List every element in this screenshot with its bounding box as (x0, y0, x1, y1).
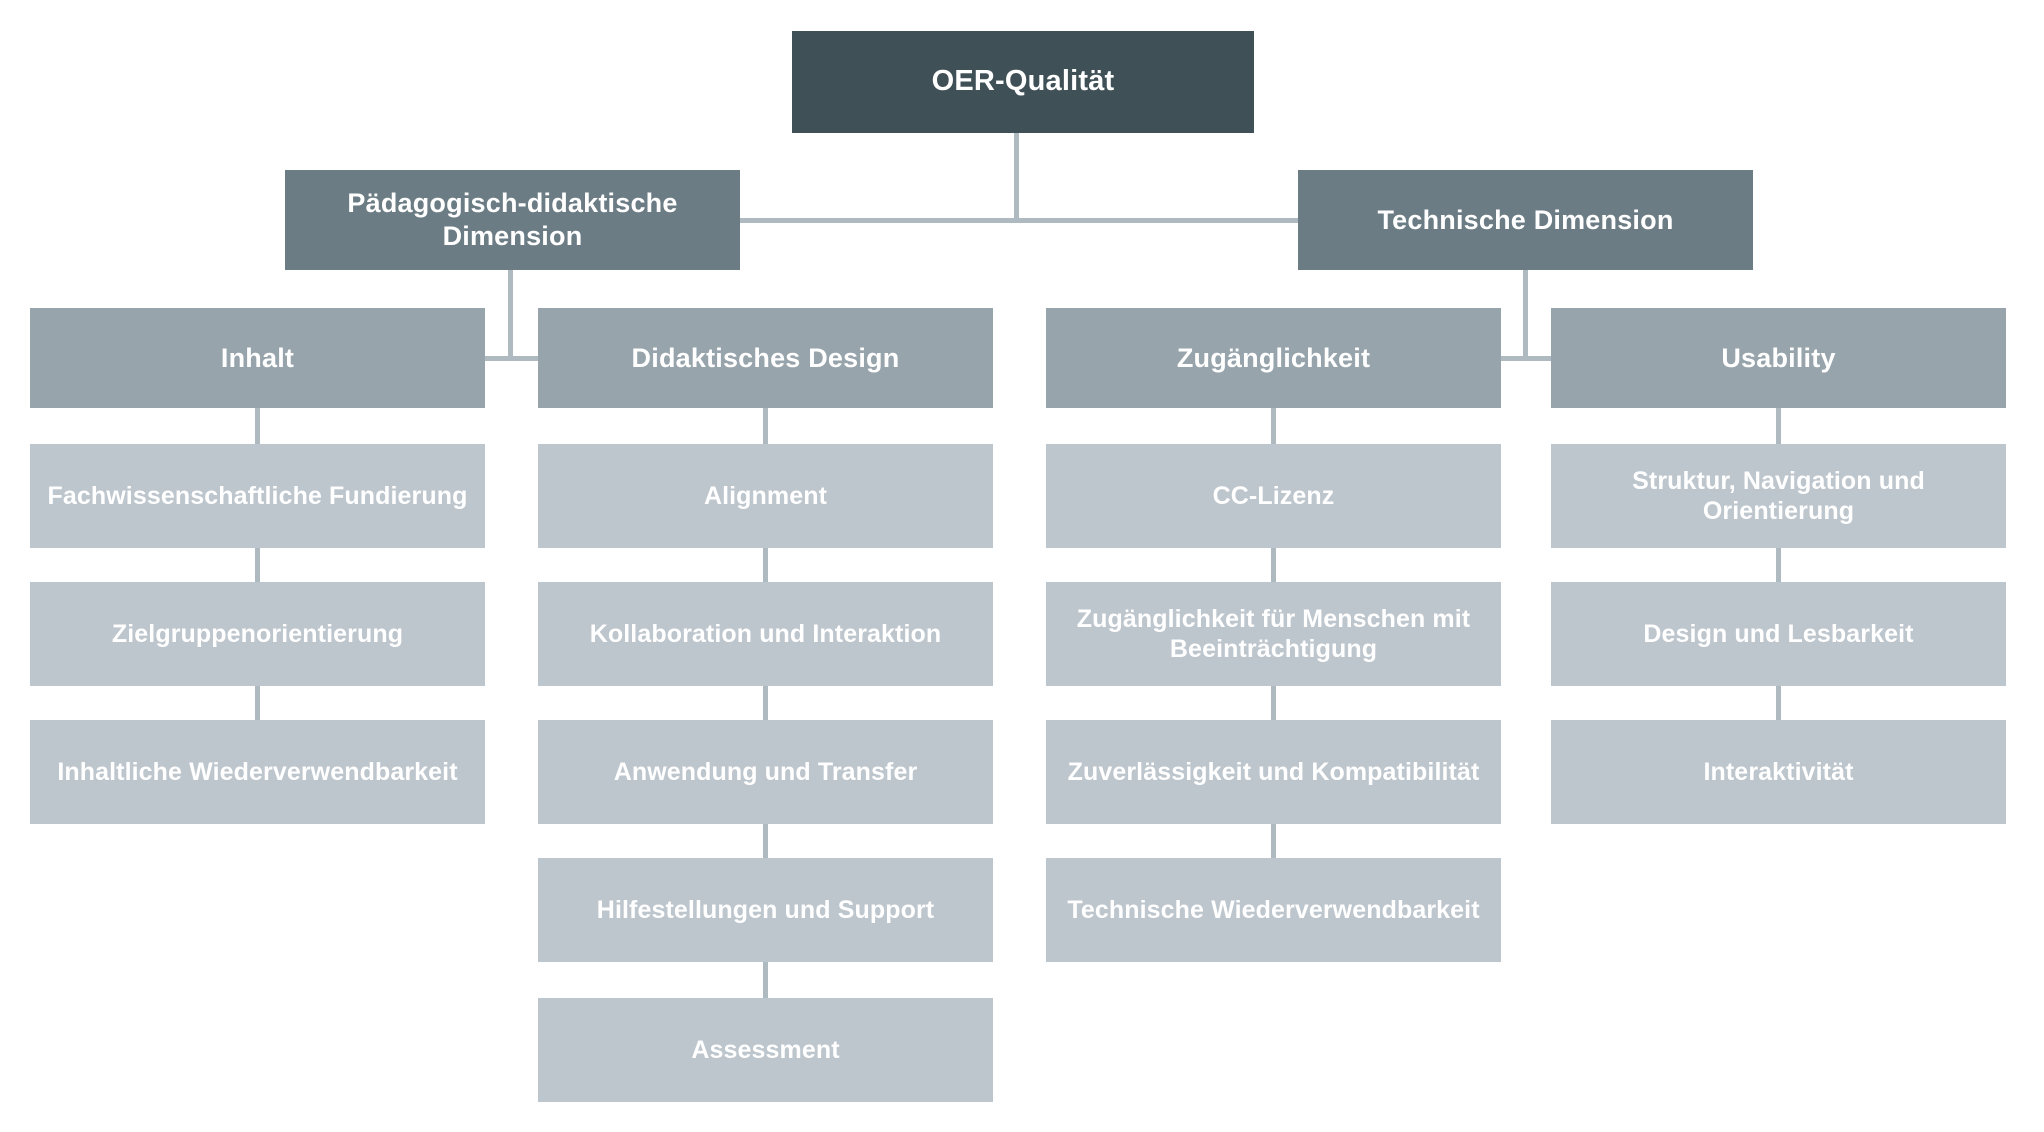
node-root-oer-qualitaet[interactable]: OER-Qualität (792, 31, 1254, 133)
node-leaf-design-und-lesbarkeit[interactable]: Design und Lesbarkeit (1551, 582, 2006, 686)
node-leaf-assessment[interactable]: Assessment (538, 998, 993, 1102)
node-leaf-technische-wiederverwendbarkeit[interactable]: Technische Wiederverwendbarkeit (1046, 858, 1501, 962)
node-leaf-anwendung-und-transfer[interactable]: Anwendung und Transfer (538, 720, 993, 824)
node-leaf-hilfestellungen-und-support[interactable]: Hilfestellungen und Support (538, 858, 993, 962)
node-dimension-technisch[interactable]: Technische Dimension (1298, 170, 1753, 270)
node-leaf-cc-lizenz[interactable]: CC-Lizenz (1046, 444, 1501, 548)
node-dimension-paedagogisch-didaktisch[interactable]: Pädagogisch-didaktische Dimension (285, 170, 740, 270)
node-category-zugaenglichkeit[interactable]: Zugänglichkeit (1046, 308, 1501, 408)
node-leaf-inhaltliche-wiederverwendbarkeit[interactable]: Inhaltliche Wiederverwendbarkeit (30, 720, 485, 824)
connector-paed-category-bus (442, 356, 574, 361)
node-leaf-alignment[interactable]: Alignment (538, 444, 993, 548)
node-leaf-struktur-navigation-orientierung[interactable]: Struktur, Navigation und Orientierung (1551, 444, 2006, 548)
node-category-didaktisches-design[interactable]: Didaktisches Design (538, 308, 993, 408)
node-leaf-kollaboration-und-interaktion[interactable]: Kollaboration und Interaktion (538, 582, 993, 686)
node-category-usability[interactable]: Usability (1551, 308, 2006, 408)
connector-dimension-bus (690, 218, 1310, 223)
node-leaf-zielgruppenorientierung[interactable]: Zielgruppenorientierung (30, 582, 485, 686)
node-leaf-fachwissenschaftliche-fundierung[interactable]: Fachwissenschaftliche Fundierung (30, 444, 485, 548)
node-category-inhalt[interactable]: Inhalt (30, 308, 485, 408)
node-leaf-zugaenglichkeit-beeintraechtigung[interactable]: Zugänglichkeit für Menschen mit Beeinträ… (1046, 582, 1501, 686)
connector-paed-down (508, 270, 513, 360)
connector-root-down (1014, 133, 1019, 222)
node-leaf-zuverlaessigkeit-kompatibilitaet[interactable]: Zuverlässigkeit und Kompatibilität (1046, 720, 1501, 824)
connector-tech-category-bus (1458, 356, 1590, 361)
node-leaf-interaktivitaet[interactable]: Interaktivität (1551, 720, 2006, 824)
connector-tech-down (1523, 270, 1528, 360)
